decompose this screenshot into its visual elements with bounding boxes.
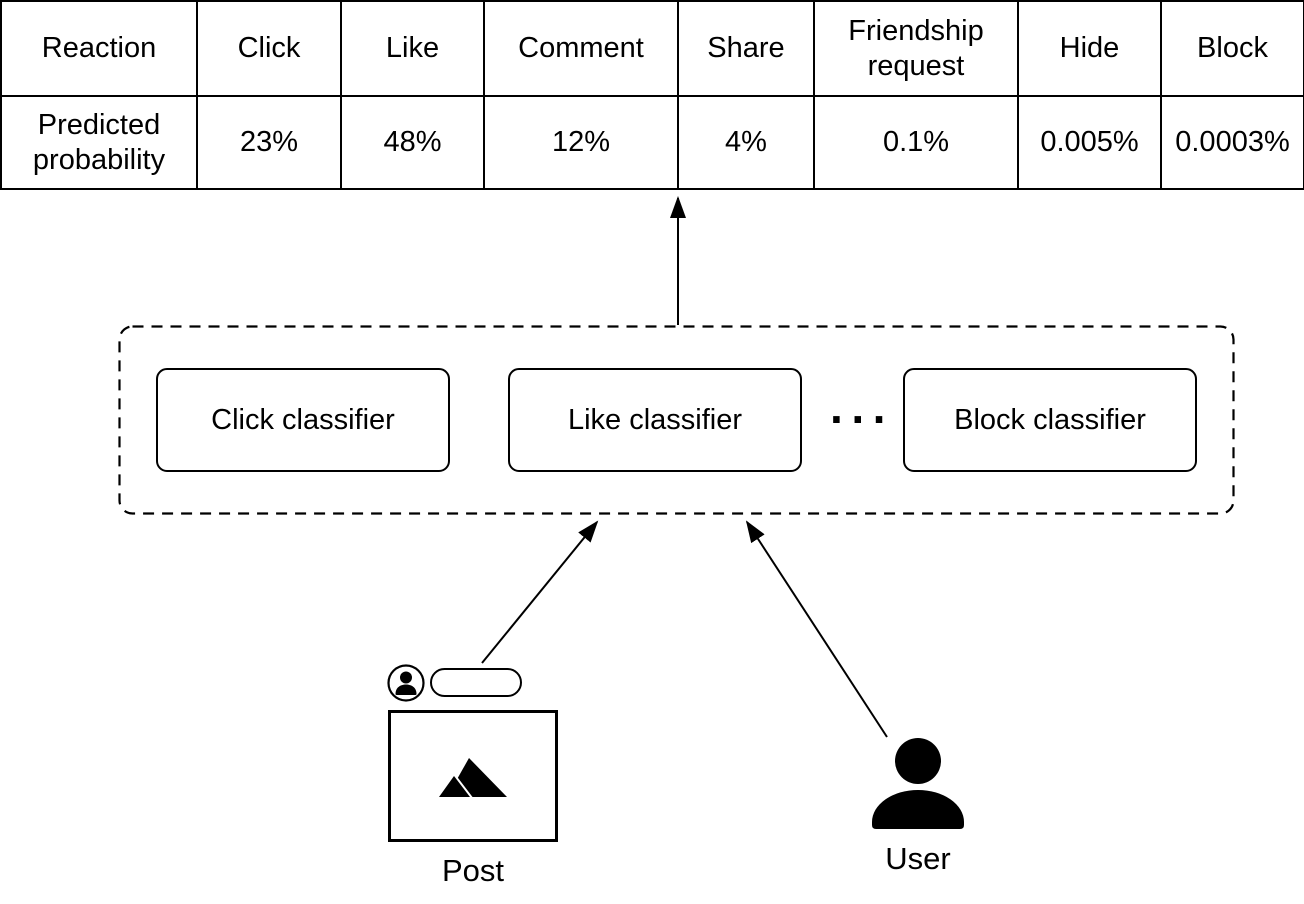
value-cell-click: 23% — [196, 95, 342, 190]
prediction-table: Reaction Click Like Comment Share Friend… — [0, 0, 1304, 190]
text-pill-placeholder — [430, 668, 522, 697]
value-cell-hide: 0.005% — [1017, 95, 1162, 190]
block-classifier-box: Block classifier — [903, 368, 1197, 472]
row-label-predicted-probability: Predicted probability — [0, 95, 198, 190]
person-avatar-icon — [387, 664, 425, 702]
classifier-container: Click classifier Like classifier ··· Blo… — [118, 325, 1235, 515]
header-cell-hide: Hide — [1017, 0, 1162, 97]
value-cell-friendship-request: 0.1% — [813, 95, 1019, 190]
table-value-row: Predicted probability 23% 48% 12% 4% 0.1… — [0, 95, 1304, 190]
user-label: User — [885, 841, 951, 876]
like-classifier-box: Like classifier — [508, 368, 802, 472]
block-classifier-label: Block classifier — [954, 403, 1146, 436]
dashed-border — [118, 325, 1235, 515]
up-arrow-post-to-classifiers — [481, 520, 599, 664]
header-cell-friendship-request: Friendship request — [813, 0, 1019, 97]
up-arrow-user-to-classifiers — [745, 520, 888, 738]
mountain-photo-icon — [439, 758, 507, 797]
person-silhouette-icon — [872, 738, 964, 829]
header-cell-share: Share — [677, 0, 815, 97]
value-cell-like: 48% — [340, 95, 485, 190]
value-cell-share: 4% — [677, 95, 815, 190]
header-cell-reaction: Reaction — [0, 0, 198, 97]
value-cell-block: 0.0003% — [1160, 95, 1304, 190]
header-cell-block: Block — [1160, 0, 1304, 97]
click-classifier-label: Click classifier — [211, 403, 395, 436]
post-label: Post — [441, 853, 505, 888]
table-header-row: Reaction Click Like Comment Share Friend… — [0, 0, 1304, 97]
ellipsis-icon: ··· — [830, 393, 894, 445]
header-cell-comment: Comment — [483, 0, 679, 97]
post-image-frame — [388, 710, 558, 842]
header-cell-click: Click — [196, 0, 342, 97]
click-classifier-box: Click classifier — [156, 368, 450, 472]
like-classifier-label: Like classifier — [567, 403, 743, 436]
header-cell-like: Like — [340, 0, 485, 97]
value-cell-comment: 12% — [483, 95, 679, 190]
